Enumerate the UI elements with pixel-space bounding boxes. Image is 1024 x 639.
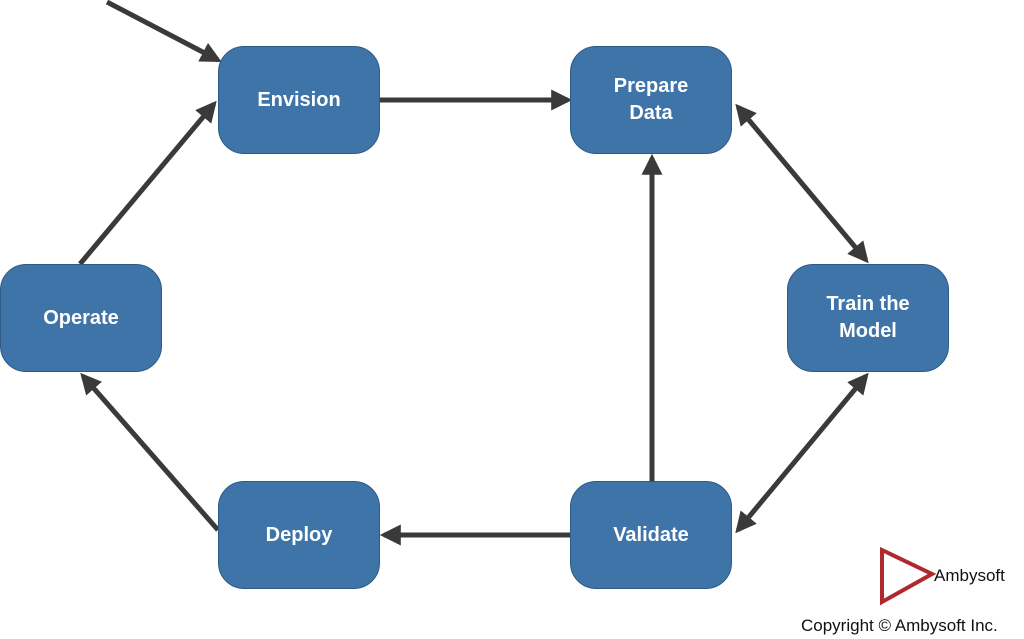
node-envision: Envision: [218, 46, 380, 154]
node-train-the-model: Train the Model: [787, 264, 949, 372]
arrow-deploy-to-operate: [80, 372, 220, 532]
arrow-operate-to-envision: [78, 100, 217, 266]
arrow-start-to-envision: [105, 0, 222, 63]
arrow-prepare-to-train: [735, 103, 869, 264]
ambysoft-logo-icon: [880, 546, 937, 606]
node-validate: Validate: [570, 481, 732, 589]
copyright-text: Copyright © Ambysoft Inc.: [801, 616, 998, 635]
node-prepare-data: Prepare Data: [570, 46, 732, 154]
brand-name: Ambysoft: [934, 566, 1005, 585]
arrow-train-to-validate: [735, 372, 869, 534]
node-deploy: Deploy: [218, 481, 380, 589]
node-operate: Operate: [0, 264, 162, 372]
